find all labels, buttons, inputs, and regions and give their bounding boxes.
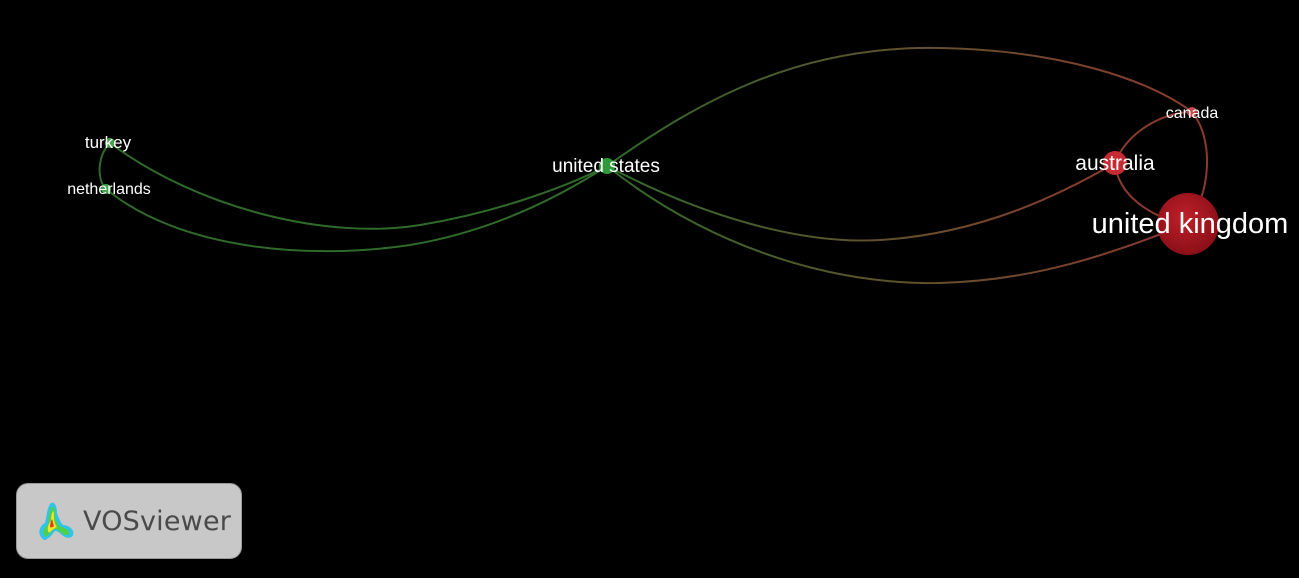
link-turkey-united-states [109, 142, 608, 230]
node-united-kingdom[interactable] [1157, 193, 1219, 255]
node-labels: turkey netherlands united states austral… [67, 105, 1288, 240]
link-united-states-australia [606, 162, 1116, 242]
node-netherlands[interactable] [101, 184, 111, 194]
link-netherlands-united-states [105, 165, 608, 253]
node-united-states[interactable] [599, 158, 615, 174]
vosviewer-logo: VOSviewer [16, 483, 242, 559]
link-united-states-canada [606, 46, 1193, 167]
label-turkey[interactable]: turkey [85, 133, 132, 152]
label-united-states[interactable]: united states [552, 156, 660, 177]
nodes [101, 107, 1219, 255]
link-united-states-united-kingdom [606, 165, 1189, 285]
vosviewer-density-logo-icon [39, 502, 74, 541]
node-turkey[interactable] [105, 138, 115, 148]
vosviewer-logo-text: VOSviewer [83, 505, 232, 537]
label-netherlands[interactable]: netherlands [67, 181, 151, 198]
node-canada[interactable] [1187, 107, 1197, 117]
label-australia[interactable]: australia [1075, 152, 1155, 175]
links [98, 46, 1208, 285]
node-australia[interactable] [1103, 151, 1127, 175]
label-canada[interactable]: canada [1166, 105, 1219, 122]
label-united-kingdom[interactable]: united kingdom [1092, 208, 1289, 240]
